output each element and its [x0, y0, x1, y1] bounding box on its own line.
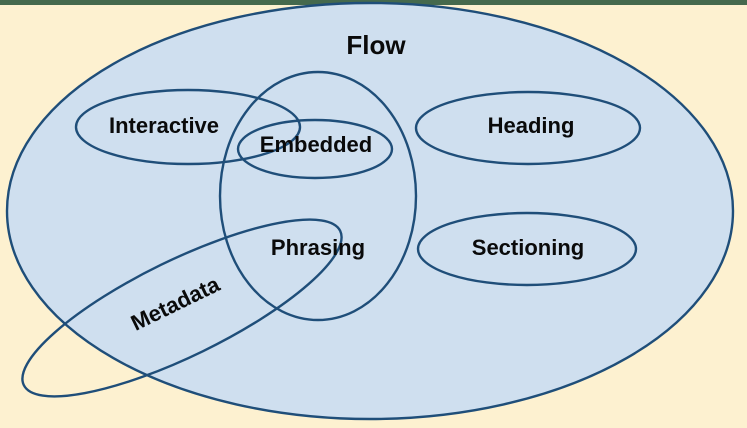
ellipse-sectioning[interactable]	[416, 211, 638, 287]
label-heading: Heading	[488, 113, 575, 138]
label-sectioning: Sectioning	[472, 235, 584, 260]
label-embedded: Embedded	[260, 132, 372, 157]
ellipse-phrasing[interactable]	[218, 70, 418, 322]
ellipse-embedded[interactable]	[236, 118, 394, 180]
ellipse-flow[interactable]	[5, 1, 735, 421]
label-interactive: Interactive	[109, 113, 219, 138]
label-flow: Flow	[346, 30, 406, 60]
ellipse-interactive[interactable]	[74, 88, 302, 166]
ellipse-heading[interactable]	[414, 90, 642, 166]
label-phrasing: Phrasing	[271, 235, 365, 260]
ellipse-metadata[interactable]	[3, 188, 361, 428]
